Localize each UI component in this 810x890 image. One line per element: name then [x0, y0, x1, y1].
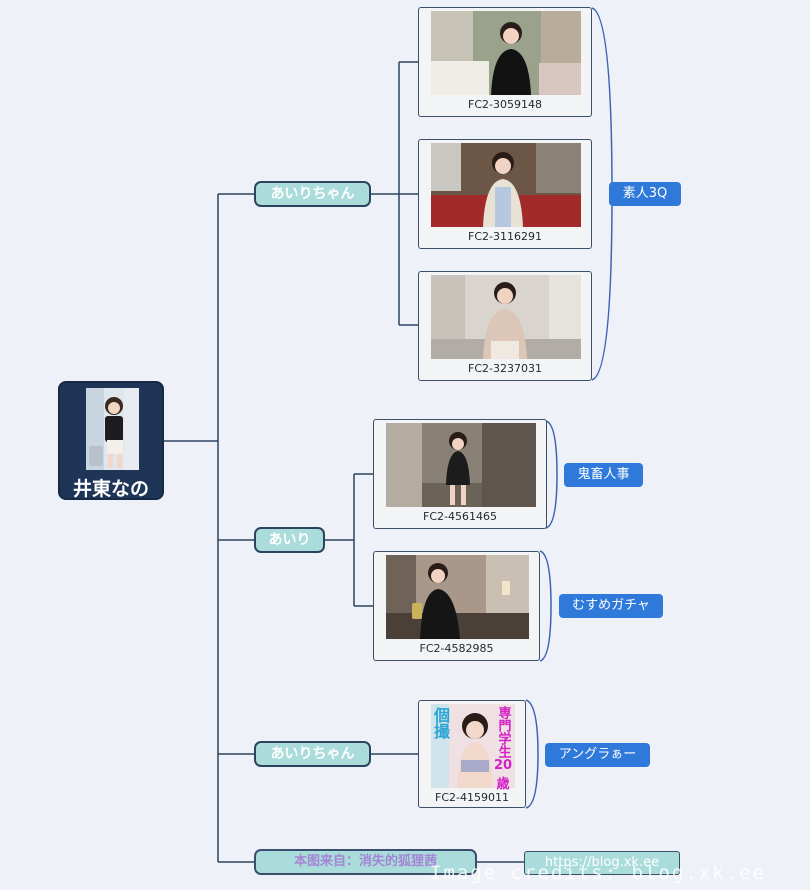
video-card[interactable]: FC2-3116291 — [418, 139, 592, 249]
root-name: 井東なの — [72, 478, 149, 500]
video-card[interactable]: FC2-4582985 — [373, 551, 540, 661]
video-thumbnail — [431, 704, 515, 788]
watermark: Image credits: blog.xk.ee — [430, 862, 766, 884]
video-thumbnail — [431, 143, 581, 227]
video-code: FC2-4561465 — [423, 510, 497, 523]
bracket-video-6 — [525, 699, 539, 809]
tag-label[interactable]: 鬼畜人事 — [564, 463, 643, 487]
video-code: FC2-3116291 — [468, 230, 542, 243]
video-code: FC2-3237031 — [468, 362, 542, 375]
tag-label[interactable]: 素人3Q — [609, 182, 681, 206]
branch-2-fanout — [325, 473, 373, 607]
video-caption: 専門学生 20歳 — [492, 706, 514, 792]
video-card[interactable]: FC2-3237031 — [418, 271, 592, 381]
video-card[interactable]: 個撮 専門学生 20歳 FC2-4159011 — [418, 700, 526, 808]
root-node[interactable]: 井東なの — [58, 381, 164, 500]
video-card[interactable]: FC2-3059148 — [418, 7, 592, 117]
tag-label[interactable]: むすめガチャ — [559, 594, 663, 618]
video-card[interactable]: FC2-4561465 — [373, 419, 547, 529]
video-thumbnail — [386, 555, 529, 639]
video-thumbnail — [431, 275, 581, 359]
tag-label[interactable]: アングラぁー — [545, 743, 650, 767]
video-thumbnail — [386, 423, 536, 507]
credit-url[interactable]: https://blog.xk.ee — [524, 851, 680, 875]
credit-label[interactable]: 本图来自：消失的狐狸茜 — [254, 849, 477, 875]
caption-line: 20歳 — [493, 758, 513, 792]
video-code: FC2-4159011 — [435, 791, 509, 804]
caption-line: 専門学生 — [495, 706, 511, 758]
branch-label-1[interactable]: あいりちゃん — [254, 181, 371, 207]
video-code: FC2-4582985 — [419, 642, 494, 655]
branch-label-2[interactable]: あいり — [254, 527, 325, 553]
branch-1-fanout — [371, 61, 418, 326]
video-thumbnail — [431, 11, 581, 95]
bracket-video-4 — [545, 420, 558, 529]
branch-label-3[interactable]: あいりちゃん — [254, 741, 371, 767]
video-side-text: 個撮 — [431, 707, 450, 739]
root-photo — [86, 388, 139, 470]
video-code: FC2-3059148 — [468, 98, 542, 111]
bracket-video-5 — [539, 550, 552, 662]
